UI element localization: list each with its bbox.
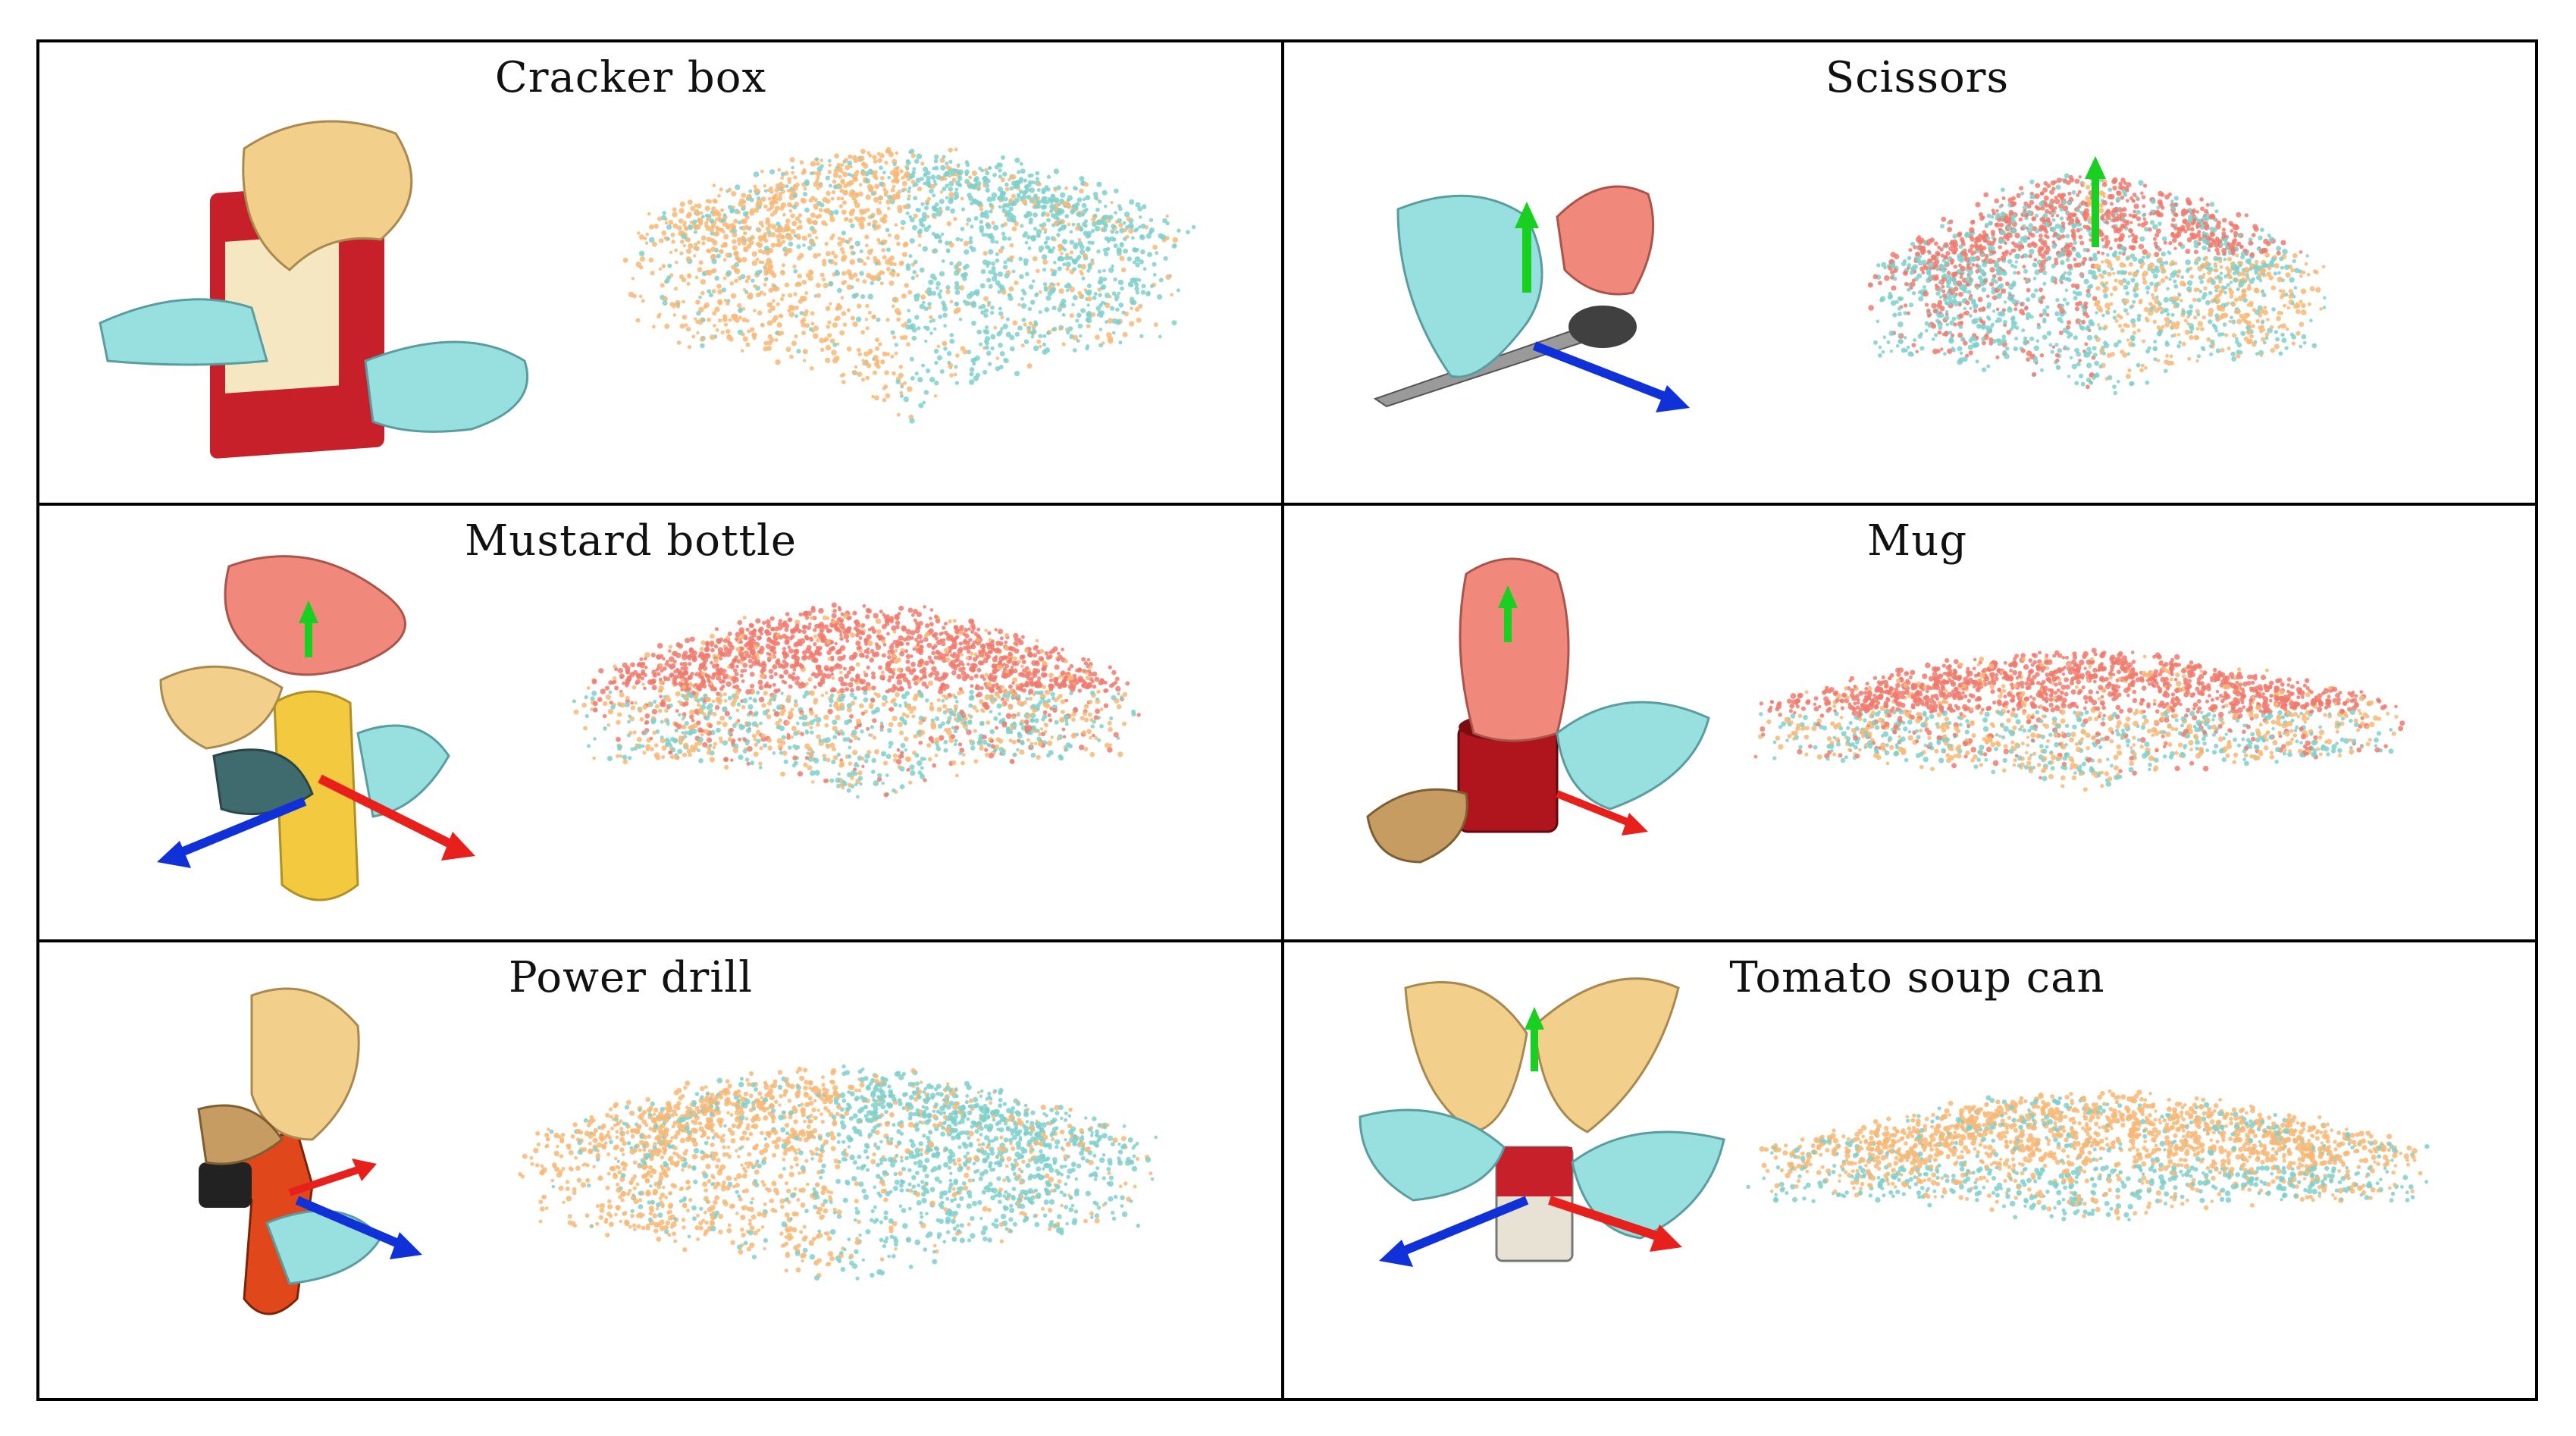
axis-x-arrowhead: [1622, 813, 1648, 836]
panel-art: [1366, 557, 2405, 864]
axis-x-arrow: [288, 1166, 359, 1196]
panel-mustard-bottle: Mustard bottle: [39, 506, 1284, 942]
axis-y-arrowhead: [1498, 585, 1518, 608]
panel-art: [157, 555, 1141, 901]
hand-teal-icon: [1556, 701, 1710, 810]
hand-yellow-icon: [197, 1104, 284, 1165]
panel-title: Mustard bottle: [464, 516, 798, 566]
hand-red-icon: [1459, 557, 1570, 742]
panel-title: Power drill: [508, 953, 754, 1002]
hand-yellow-icon: [242, 120, 413, 271]
panel-mug: Mug: [1284, 506, 2535, 942]
hand-teal-icon: [356, 724, 450, 818]
hand-yellow-icon: [1533, 977, 1680, 1133]
hand-teal-icon: [1571, 1130, 1725, 1240]
axis-z-arrowhead: [390, 1232, 422, 1259]
hand-yellow-icon: [1404, 981, 1528, 1133]
axis-z-arrow: [1396, 1196, 1529, 1258]
panel-cracker-box: Cracker box: [39, 42, 1284, 506]
panel-scissors: Scissors: [1284, 42, 2535, 506]
axis-z-arrowhead: [157, 841, 191, 868]
panel-title: Cracker box: [494, 53, 767, 102]
panel-art: [99, 120, 1196, 459]
panel-title: Mug: [1866, 516, 1968, 566]
hand-teal-icon: [1396, 194, 1543, 378]
axis-y-arrowhead: [2085, 156, 2106, 179]
axis-x-arrow: [318, 774, 459, 851]
axis-z-arrow: [295, 1196, 406, 1250]
point-cloud-power-drill: [518, 1064, 1158, 1281]
hand-teal-icon: [364, 340, 529, 433]
axis-x-arrow: [1556, 790, 1634, 828]
axis-z-arrow: [174, 797, 307, 859]
hand-object-cracker-box: [99, 120, 529, 459]
axis-z-arrowhead: [1379, 1240, 1413, 1267]
panel-power-drill: Power drill: [39, 942, 1284, 1398]
axis-y-arrowhead: [299, 600, 318, 623]
hand-yellow-icon: [250, 987, 360, 1141]
panel-art: [197, 987, 1158, 1315]
axis-y-arrowhead: [1525, 1007, 1544, 1030]
panel-art: [1359, 977, 2430, 1267]
drill-chuck: [199, 1162, 252, 1208]
hand-object-tomato-soup-can: [1359, 977, 1725, 1267]
point-cloud-tomato-soup-can: [1746, 1089, 2430, 1221]
hand-object-scissors: [1373, 156, 2106, 412]
point-cloud-mug: [1753, 647, 2405, 792]
hand-object-mustard-bottle: [157, 555, 475, 901]
axis-y-arrowhead: [1515, 202, 1539, 228]
axis-x-arrowhead: [1650, 1224, 1682, 1252]
hand-red-icon: [1556, 185, 1655, 296]
hand-teal-icon: [212, 748, 314, 816]
hand-teal-icon: [1359, 1108, 1506, 1202]
scissors-handle: [1568, 306, 1637, 348]
axis-x-arrowhead: [352, 1159, 377, 1181]
mustard-bottle-object: [273, 690, 359, 901]
hand-red-icon: [224, 555, 406, 676]
point-cloud-scissors: [1867, 173, 2327, 396]
point-cloud-cracker-box: [622, 146, 1196, 424]
panel-title: Scissors: [1825, 53, 2010, 102]
hand-teal-icon: [99, 298, 268, 366]
point-cloud-mustard-bottle: [572, 602, 1141, 799]
axis-z-arrow: [1532, 341, 1673, 403]
hand-yellow-icon: [159, 665, 284, 750]
soup-can-label: [1496, 1147, 1572, 1196]
hand-object-mug: [1366, 557, 1710, 864]
hand-object-power-drill: [197, 987, 422, 1315]
axis-x-arrowhead: [441, 832, 475, 861]
panel-tomato-soup-can: Tomato soup can: [1284, 942, 2535, 1398]
hand-yellow-icon: [1366, 788, 1468, 864]
axis-z-arrowhead: [1656, 385, 1690, 412]
axis-x-arrow: [1548, 1196, 1665, 1243]
figure-grid: Cracker box Scissors: [36, 39, 2538, 1401]
panel-art: [1373, 156, 2327, 412]
panel-title: Tomato soup can: [1729, 953, 2105, 1002]
